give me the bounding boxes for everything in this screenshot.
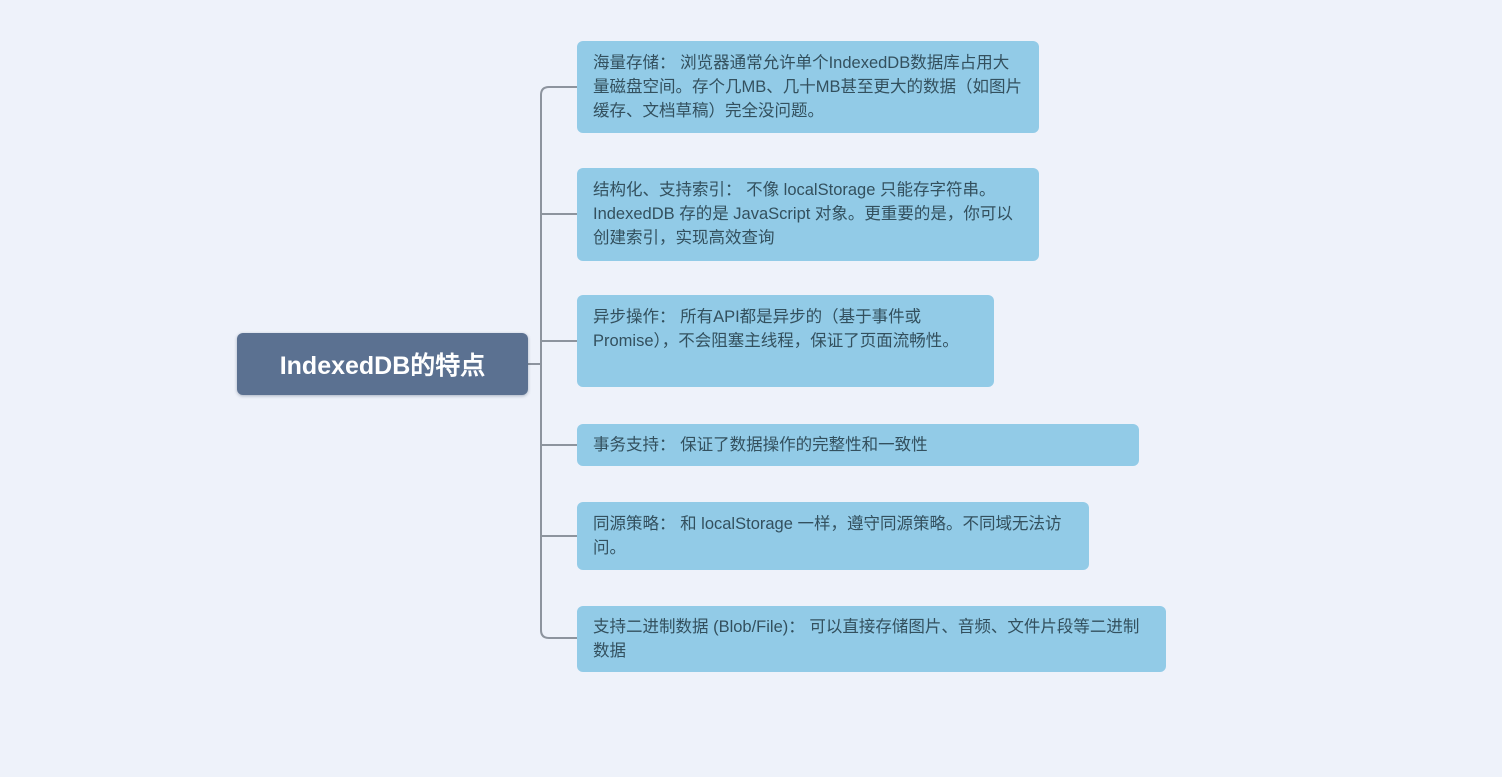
branch-node-label: 结构化、支持索引： 不像 localStorage 只能存字符串。Indexed…	[593, 181, 1013, 247]
branch-node-same-origin[interactable]: 同源策略： 和 localStorage 一样，遵守同源策略。不同域无法访问。	[577, 502, 1089, 570]
branch-node-label: 支持二进制数据 (Blob/File)： 可以直接存储图片、音频、文件片段等二进…	[593, 618, 1140, 660]
branch-node-binary-data[interactable]: 支持二进制数据 (Blob/File)： 可以直接存储图片、音频、文件片段等二进…	[577, 606, 1166, 672]
connector-trunk	[540, 86, 578, 639]
branch-node-label: 异步操作： 所有API都是异步的（基于事件或 Promise），不会阻塞主线程，…	[593, 308, 959, 350]
branch-node-label: 海量存储： 浏览器通常允许单个IndexedDB数据库占用大量磁盘空间。存个几M…	[593, 54, 1022, 120]
branch-node-mass-storage[interactable]: 海量存储： 浏览器通常允许单个IndexedDB数据库占用大量磁盘空间。存个几M…	[577, 41, 1039, 133]
branch-node-structured-indexed[interactable]: 结构化、支持索引： 不像 localStorage 只能存字符串。Indexed…	[577, 168, 1039, 261]
root-node[interactable]: IndexedDB的特点	[237, 333, 528, 395]
branch-node-label: 事务支持： 保证了数据操作的完整性和一致性	[593, 436, 928, 454]
branch-node-async[interactable]: 异步操作： 所有API都是异步的（基于事件或 Promise），不会阻塞主线程，…	[577, 295, 994, 387]
branch-node-label: 同源策略： 和 localStorage 一样，遵守同源策略。不同域无法访问。	[593, 515, 1062, 557]
root-node-label: IndexedDB的特点	[279, 352, 486, 380]
branch-node-transactions[interactable]: 事务支持： 保证了数据操作的完整性和一致性	[577, 424, 1139, 466]
